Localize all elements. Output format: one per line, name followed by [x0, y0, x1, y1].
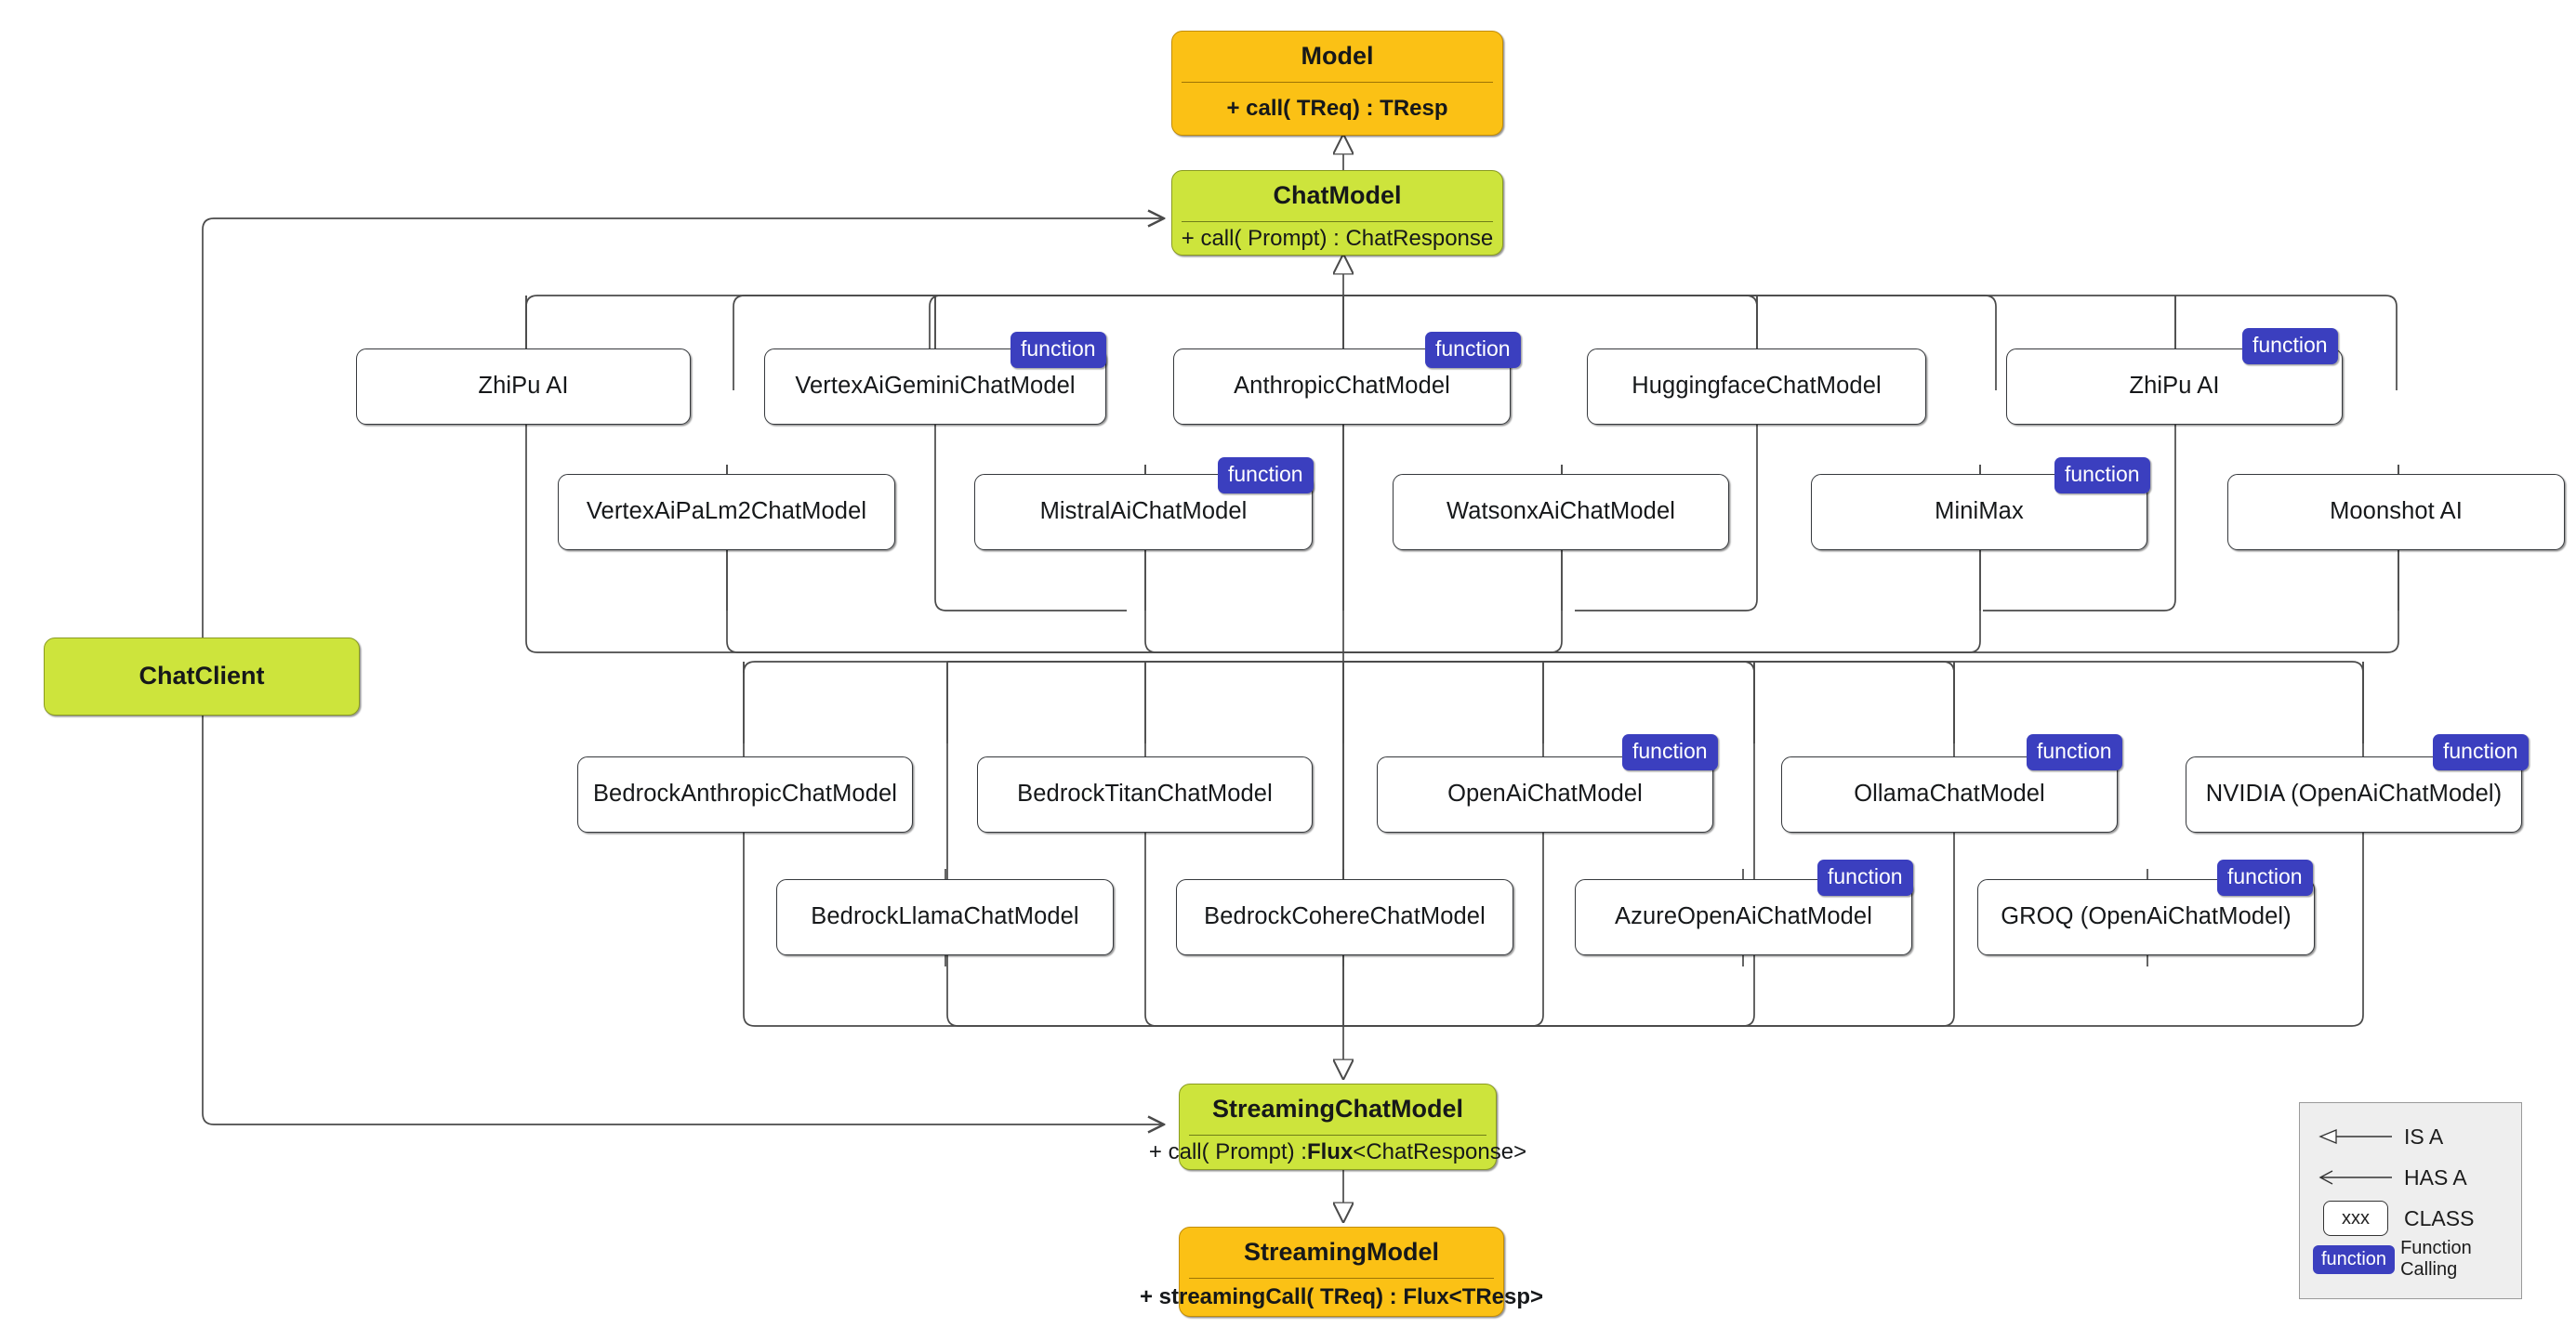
class-moonshot-ai[interactable]: Moonshot AI [2227, 474, 2565, 550]
class-label: OpenAiChatModel [1447, 781, 1643, 808]
class-box-icon: xxx [2313, 1201, 2398, 1236]
class-label: AzureOpenAiChatModel [1615, 903, 1872, 930]
class-label: BedrockTitanChatModel [1017, 781, 1273, 808]
divider [1182, 82, 1493, 83]
class-label: BedrockAnthropicChatModel [592, 781, 898, 808]
legend-row-class: xxx CLASS [2300, 1198, 2521, 1239]
has-a-arrow-icon [2313, 1168, 2398, 1187]
class-chatclient[interactable]: ChatClient [44, 638, 360, 716]
function-badge-icon: function [2313, 1244, 2396, 1274]
legend-panel: IS A HAS A xxx CLASS function Function C… [2299, 1102, 2522, 1299]
function-badge-mistralai: function [1218, 457, 1314, 493]
class-streamingmodel-title: StreamingModel [1243, 1238, 1440, 1267]
class-label: HuggingfaceChatModel [1631, 373, 1882, 400]
class-bedrockanthropicchatmodel[interactable]: BedrockAnthropicChatModel [577, 756, 913, 833]
legend-row-has-a: HAS A [2300, 1157, 2521, 1198]
class-bedrockllamachatmodel[interactable]: BedrockLlamaChatModel [776, 879, 1114, 955]
class-label: ZhiPu AI [478, 373, 569, 400]
class-model[interactable]: Model + call( TReq) : TResp [1171, 31, 1503, 136]
class-bedrockcoherechatmodel[interactable]: BedrockCohereChatModel [1176, 879, 1513, 955]
class-streamingmodel-operation: + streamingCall( TReq) : Flux<TResp> [1139, 1284, 1544, 1309]
class-vertexaigeminichatmodel[interactable]: VertexAiGeminiChatModel [764, 348, 1106, 425]
class-streamingmodel[interactable]: StreamingModel + streamingCall( TReq) : … [1139, 1227, 1544, 1317]
function-badge-anthropic: function [1425, 332, 1521, 368]
class-bedrocktitanchatmodel[interactable]: BedrockTitanChatModel [977, 756, 1313, 833]
class-label: WatsonxAiChatModel [1446, 498, 1676, 525]
legend-label: HAS A [2404, 1164, 2467, 1190]
divider [1182, 221, 1493, 222]
class-model-operation: + call( TReq) : TResp [1226, 96, 1448, 121]
class-chatmodel-title: ChatModel [1273, 181, 1402, 210]
class-label: GROQ (OpenAiChatModel) [2001, 903, 2292, 930]
legend-row-function: function Function Calling [2300, 1238, 2521, 1280]
class-label: VertexAiPaLm2ChatModel [586, 498, 867, 525]
class-streamingchatmodel-operation: + call( Prompt) : Flux<ChatResponse> [1148, 1139, 1527, 1164]
class-label: ZhiPu AI [2129, 373, 2220, 400]
legend-function-sample: function [2313, 1244, 2396, 1274]
function-badge-zhipu: function [2242, 328, 2338, 364]
function-badge-vertexaigemini: function [1011, 332, 1106, 368]
function-badge-minimax: function [2054, 457, 2150, 493]
function-badge-groq: function [2217, 860, 2313, 896]
class-huggingfacechatmodel[interactable]: HuggingfaceChatModel [1587, 348, 1926, 425]
class-mistralaichatmodel[interactable]: MistralAiChatModel [974, 474, 1313, 550]
is-a-arrow-icon [2313, 1127, 2398, 1146]
class-zhipu-ai-1[interactable]: ZhiPu AI [356, 348, 691, 425]
class-label: BedrockLlamaChatModel [811, 903, 1079, 930]
legend-label: CLASS [2404, 1205, 2475, 1230]
class-label: Moonshot AI [2330, 498, 2463, 525]
class-label: AnthropicChatModel [1234, 373, 1450, 400]
class-model-title: Model [1301, 42, 1374, 71]
class-watsonxaichatmodel[interactable]: WatsonxAiChatModel [1393, 474, 1729, 550]
function-badge-openai: function [1622, 734, 1718, 770]
legend-row-is-a: IS A [2300, 1116, 2521, 1157]
function-badge-ollama: function [2027, 734, 2122, 770]
divider [1189, 1278, 1494, 1279]
divider [1189, 1135, 1486, 1136]
class-label: NVIDIA (OpenAiChatModel) [2205, 781, 2503, 808]
class-label: MistralAiChatModel [1039, 498, 1248, 525]
legend-label: IS A [2404, 1124, 2444, 1149]
legend-class-sample: xxx [2323, 1201, 2388, 1236]
function-badge-nvidia: function [2433, 734, 2529, 770]
class-label: BedrockCohereChatModel [1204, 903, 1486, 930]
class-chatmodel-operation: + call( Prompt) : ChatResponse [1181, 225, 1494, 251]
class-chatmodel[interactable]: ChatModel + call( Prompt) : ChatResponse [1171, 170, 1503, 256]
class-streamingchatmodel[interactable]: StreamingChatModel + call( Prompt) : Flu… [1148, 1084, 1527, 1170]
legend-label: Function Calling [2400, 1238, 2472, 1280]
class-chatclient-title: ChatClient [139, 662, 265, 690]
class-label: OllamaChatModel [1854, 781, 2045, 808]
class-label: VertexAiGeminiChatModel [795, 373, 1076, 400]
function-badge-azureopenai: function [1817, 860, 1913, 896]
class-streamingchatmodel-title: StreamingChatModel [1211, 1095, 1464, 1124]
class-label: MiniMax [1935, 498, 2024, 525]
class-vertexaipalm2chatmodel[interactable]: VertexAiPaLm2ChatModel [558, 474, 895, 550]
